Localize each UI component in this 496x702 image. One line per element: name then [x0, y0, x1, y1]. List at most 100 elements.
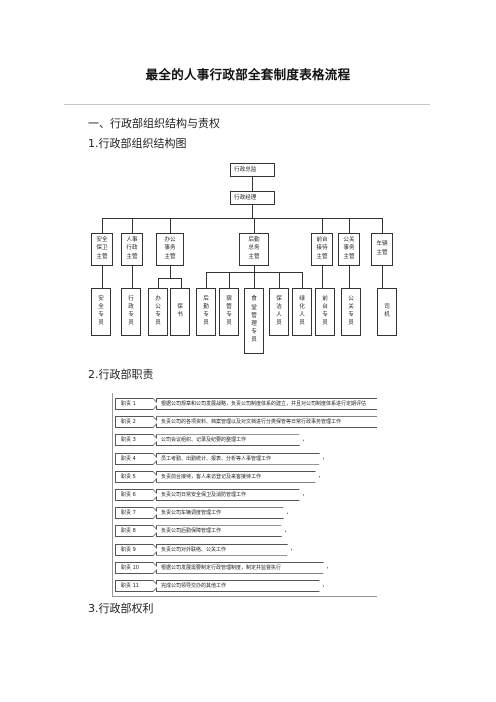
connector-line: [252, 205, 253, 218]
org-staff-box: 前台专员: [315, 288, 335, 336]
org-staff-box: 行政专员: [121, 288, 141, 336]
org-box-text: 行政: [126, 245, 138, 252]
org-box-text: 专: [128, 312, 134, 318]
org-box-text: 绿: [299, 295, 305, 302]
org-box-text: 总务: [248, 245, 260, 252]
org-staff-box: 安全专员: [91, 288, 111, 336]
org-supervisor-box: 公关事务主管: [338, 233, 360, 266]
org-box-text: 主管: [126, 253, 138, 260]
duty-label: 职责 1: [115, 398, 159, 410]
org-box-text: 公: [348, 295, 354, 302]
org-supervisor-box: 安全保卫主管: [91, 233, 113, 266]
connector-line: [206, 272, 207, 288]
org-box-text: 专: [348, 312, 354, 318]
org-box-text: 主管: [316, 253, 328, 260]
org-box-text: 人: [299, 312, 305, 318]
org-staff-box: 保洁人员: [269, 288, 289, 336]
subsection-duties: 2.行政部职责: [88, 368, 154, 381]
connector-line: [102, 218, 382, 219]
connector-line: [254, 218, 255, 233]
duty-text: 公司会议组织、记录及纪要的整理工作: [156, 434, 304, 446]
org-box-text: 员: [203, 320, 209, 327]
org-box-text: 员: [251, 337, 257, 344]
org-box-text: 前台: [316, 237, 328, 244]
org-box-text: 专: [322, 312, 328, 318]
org-box-text: 后勤: [248, 237, 260, 244]
org-box-text: 台: [322, 303, 328, 310]
org-staff-box: 宿管专员: [219, 288, 239, 336]
org-box-text: 勤: [203, 303, 209, 310]
org-box-text: 司: [384, 303, 390, 310]
org-box-text: 人: [276, 312, 282, 318]
org-director-box: 行政总监: [230, 163, 275, 177]
org-box-text: 后: [203, 295, 209, 302]
org-box-text: 行政经理: [234, 195, 257, 201]
duty-text: 员工考勤、出勤统计、报表、分析等人事管理工作: [156, 453, 324, 465]
org-box-text: 全: [98, 303, 104, 310]
org-box-text: 保: [276, 295, 282, 302]
duty-label: 职责 8: [115, 525, 159, 538]
org-box-text: 员: [155, 320, 161, 327]
org-box-text: 员: [322, 320, 328, 327]
org-box-text: 关: [348, 303, 354, 310]
org-box-text: 事务: [343, 245, 355, 252]
org-box-text: 专: [226, 312, 232, 318]
connector-line: [102, 266, 103, 288]
org-supervisor-box: 前台接待主管: [311, 233, 333, 266]
connector-line: [349, 218, 350, 233]
connector-line: [254, 272, 255, 288]
org-supervisor-box: 车辆主管: [371, 233, 393, 266]
org-box-text: 公关: [343, 237, 355, 244]
org-box-text: 理: [251, 321, 257, 327]
title-divider: [64, 104, 430, 105]
org-box-text: 专: [98, 312, 104, 318]
org-manager-box: 行政经理: [230, 191, 275, 205]
org-box-text: 行: [128, 295, 134, 302]
org-staff-box: 办公专员: [148, 288, 168, 336]
duty-label: 职责 3: [115, 434, 159, 447]
duty-text: 负责公司后勤保障管理工作: [156, 525, 286, 537]
connector-line: [102, 218, 103, 233]
duty-label: 职责 2: [115, 416, 159, 429]
org-staff-box: 绿化人员: [292, 288, 312, 336]
duty-label: 职责 9: [115, 543, 159, 556]
duty-label: 职责 6: [115, 489, 159, 501]
org-staff-box: 后勤专员: [196, 288, 216, 336]
subsection-org-chart: 1.行政部组织结构图: [88, 137, 187, 150]
org-box-text: 主管: [376, 249, 388, 256]
org-staff-box: 公关专员: [341, 288, 361, 336]
org-supervisor-box: 办公事务主管: [156, 233, 184, 266]
org-box-text: 员: [226, 320, 232, 327]
org-box-text: 行政总监: [234, 167, 257, 173]
connector-line: [170, 266, 171, 278]
duty-text: 根据公司规章和公司发展战略，负责公司制度体系的建立，并且对公司制度体系进行定期评…: [156, 398, 377, 410]
org-staff-box: 司机: [377, 288, 397, 336]
org-box-text: 员: [276, 320, 282, 327]
connector-line: [158, 278, 159, 288]
org-supervisor-box: 后勤总务主管: [239, 233, 269, 266]
org-box-text: 前: [322, 295, 328, 302]
org-box-text: 主管: [343, 253, 355, 260]
org-staff-box: 食堂管理专员: [244, 288, 264, 354]
section-heading: 一、行政部组织结构与责权: [88, 117, 220, 130]
org-box-text: 事务: [164, 245, 176, 252]
connector-line: [229, 272, 230, 288]
duty-text: 负责前台接待，客人来访登记及来客接待工作: [156, 471, 320, 483]
connector-line: [322, 266, 323, 288]
org-box-text: 堂: [251, 304, 257, 311]
org-box-text: 主管: [96, 253, 108, 260]
org-box-text: 洁: [276, 303, 282, 310]
org-box-text: 安: [98, 295, 104, 302]
org-box-text: 书: [177, 312, 183, 318]
duty-text: 根据公司发展需要制定行政管理制度，制定并监督执行: [156, 562, 328, 574]
org-box-text: 专: [251, 329, 257, 336]
org-box-text: 公: [155, 303, 161, 310]
org-box-text: 宿: [226, 295, 232, 302]
duty-text: 完成公司领导交办的其他工作: [156, 580, 324, 592]
connector-line: [302, 272, 303, 288]
duty-label: 职责 4: [115, 452, 159, 465]
connector-line: [322, 218, 323, 233]
duty-label: 职责 11: [115, 580, 159, 592]
subsection-rights: 3.行政部权利: [88, 602, 154, 615]
